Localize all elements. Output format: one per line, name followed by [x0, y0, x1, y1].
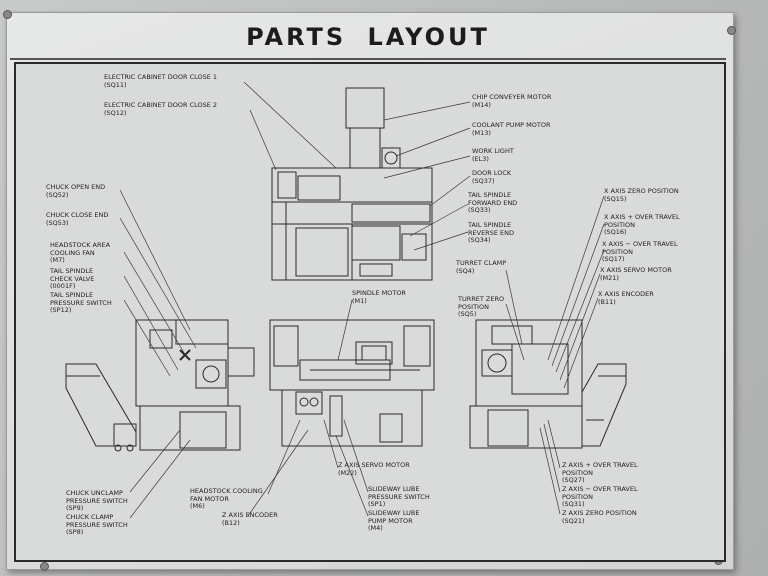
label-sq11: ELECTRIC CABINET DOOR CLOSE 1 (SQ11) — [104, 73, 218, 89]
label-b11: X AXIS ENCODER (B11) — [598, 290, 654, 306]
label-el3: WORK LIGHT (EL3) — [472, 147, 514, 163]
label-sq34: TAIL SPINDLE REVERSE END (SQ34) — [468, 221, 514, 244]
label-sp8: CHUCK CLAMP PRESSURE SWITCH (SP8) — [66, 513, 128, 536]
label-m21: X AXIS SERVO MOTOR (M21) — [600, 266, 672, 282]
label-m14: CHIP CONVEYER MOTOR (M14) — [472, 93, 552, 109]
label-m13: COOLANT PUMP MOTOR (M13) — [472, 121, 551, 137]
left-side-view-machine — [65, 319, 255, 452]
label-sq17: X AXIS − OVER TRAVEL POSITION (SQ17) — [602, 240, 678, 263]
label-sq53: CHUCK CLOSE END (SQ53) — [46, 211, 109, 227]
screw-top-left — [3, 10, 12, 19]
label-sq27: Z AXIS + OVER TRAVEL POSITION (SQ27) — [562, 461, 638, 484]
label-sq52: CHUCK OPEN END (SQ52) — [46, 183, 106, 199]
label-sq21: Z AXIS ZERO POSITION (SQ21) — [562, 509, 637, 525]
leader-lines — [119, 81, 605, 519]
label-m4: SLIDEWAY LUBE PUMP MOTOR (M4) — [368, 509, 420, 532]
label-b12: Z AXIS ENCODER (B12) — [222, 511, 278, 527]
label-m7: HEADSTOCK AREA COOLING FAN (M7) — [50, 241, 111, 264]
label-sq12: ELECTRIC CABINET DOOR CLOSE 2 (SQ12) — [104, 101, 218, 117]
label-m22: Z AXIS SERVO MOTOR (M22) — [338, 461, 410, 477]
label-sp1: SLIDEWAY LUBE PRESSURE SWITCH (SP1) — [368, 485, 430, 508]
label-sq5: TURRET ZERO POSITION (SQ5) — [458, 295, 505, 318]
label-sq37: DOOR LOCK (SQ37) — [472, 169, 512, 185]
label-sq16: X AXIS + OVER TRAVEL POSITION (SQ16) — [604, 213, 680, 236]
diagram-panel — [14, 62, 726, 562]
label-sp12: TAIL SPINDLE PRESSURE SWITCH (SP12) — [50, 291, 112, 314]
label-sq15: X AXIS ZERO POSITION (SQ15) — [604, 187, 679, 203]
label-sq4: TURRET CLAMP (SQ4) — [456, 259, 507, 275]
top-view-machine — [271, 87, 433, 281]
screw-top-right — [727, 26, 736, 35]
title-bar: PARTS LAYOUT — [10, 16, 726, 60]
label-valve: TAIL SPINDLE CHECK VALVE (0001F) — [50, 267, 95, 290]
screw-bottom-left — [40, 562, 49, 571]
label-sq31: Z AXIS − OVER TRAVEL POSITION (SQ31) — [562, 485, 638, 508]
label-m1: SPINDLE MOTOR (M1) — [352, 289, 406, 305]
label-sq33: TAIL SPINDLE FORWARD END (SQ33) — [468, 191, 518, 214]
label-sp9: CHUCK UNCLAMP PRESSURE SWITCH (SP9) — [66, 489, 128, 512]
front-view-machine — [269, 319, 435, 447]
label-m6: HEADSTOCK COOLING FAN MOTOR (M6) — [190, 487, 263, 510]
page-title: PARTS LAYOUT — [246, 23, 490, 51]
right-side-view-machine — [469, 319, 627, 449]
